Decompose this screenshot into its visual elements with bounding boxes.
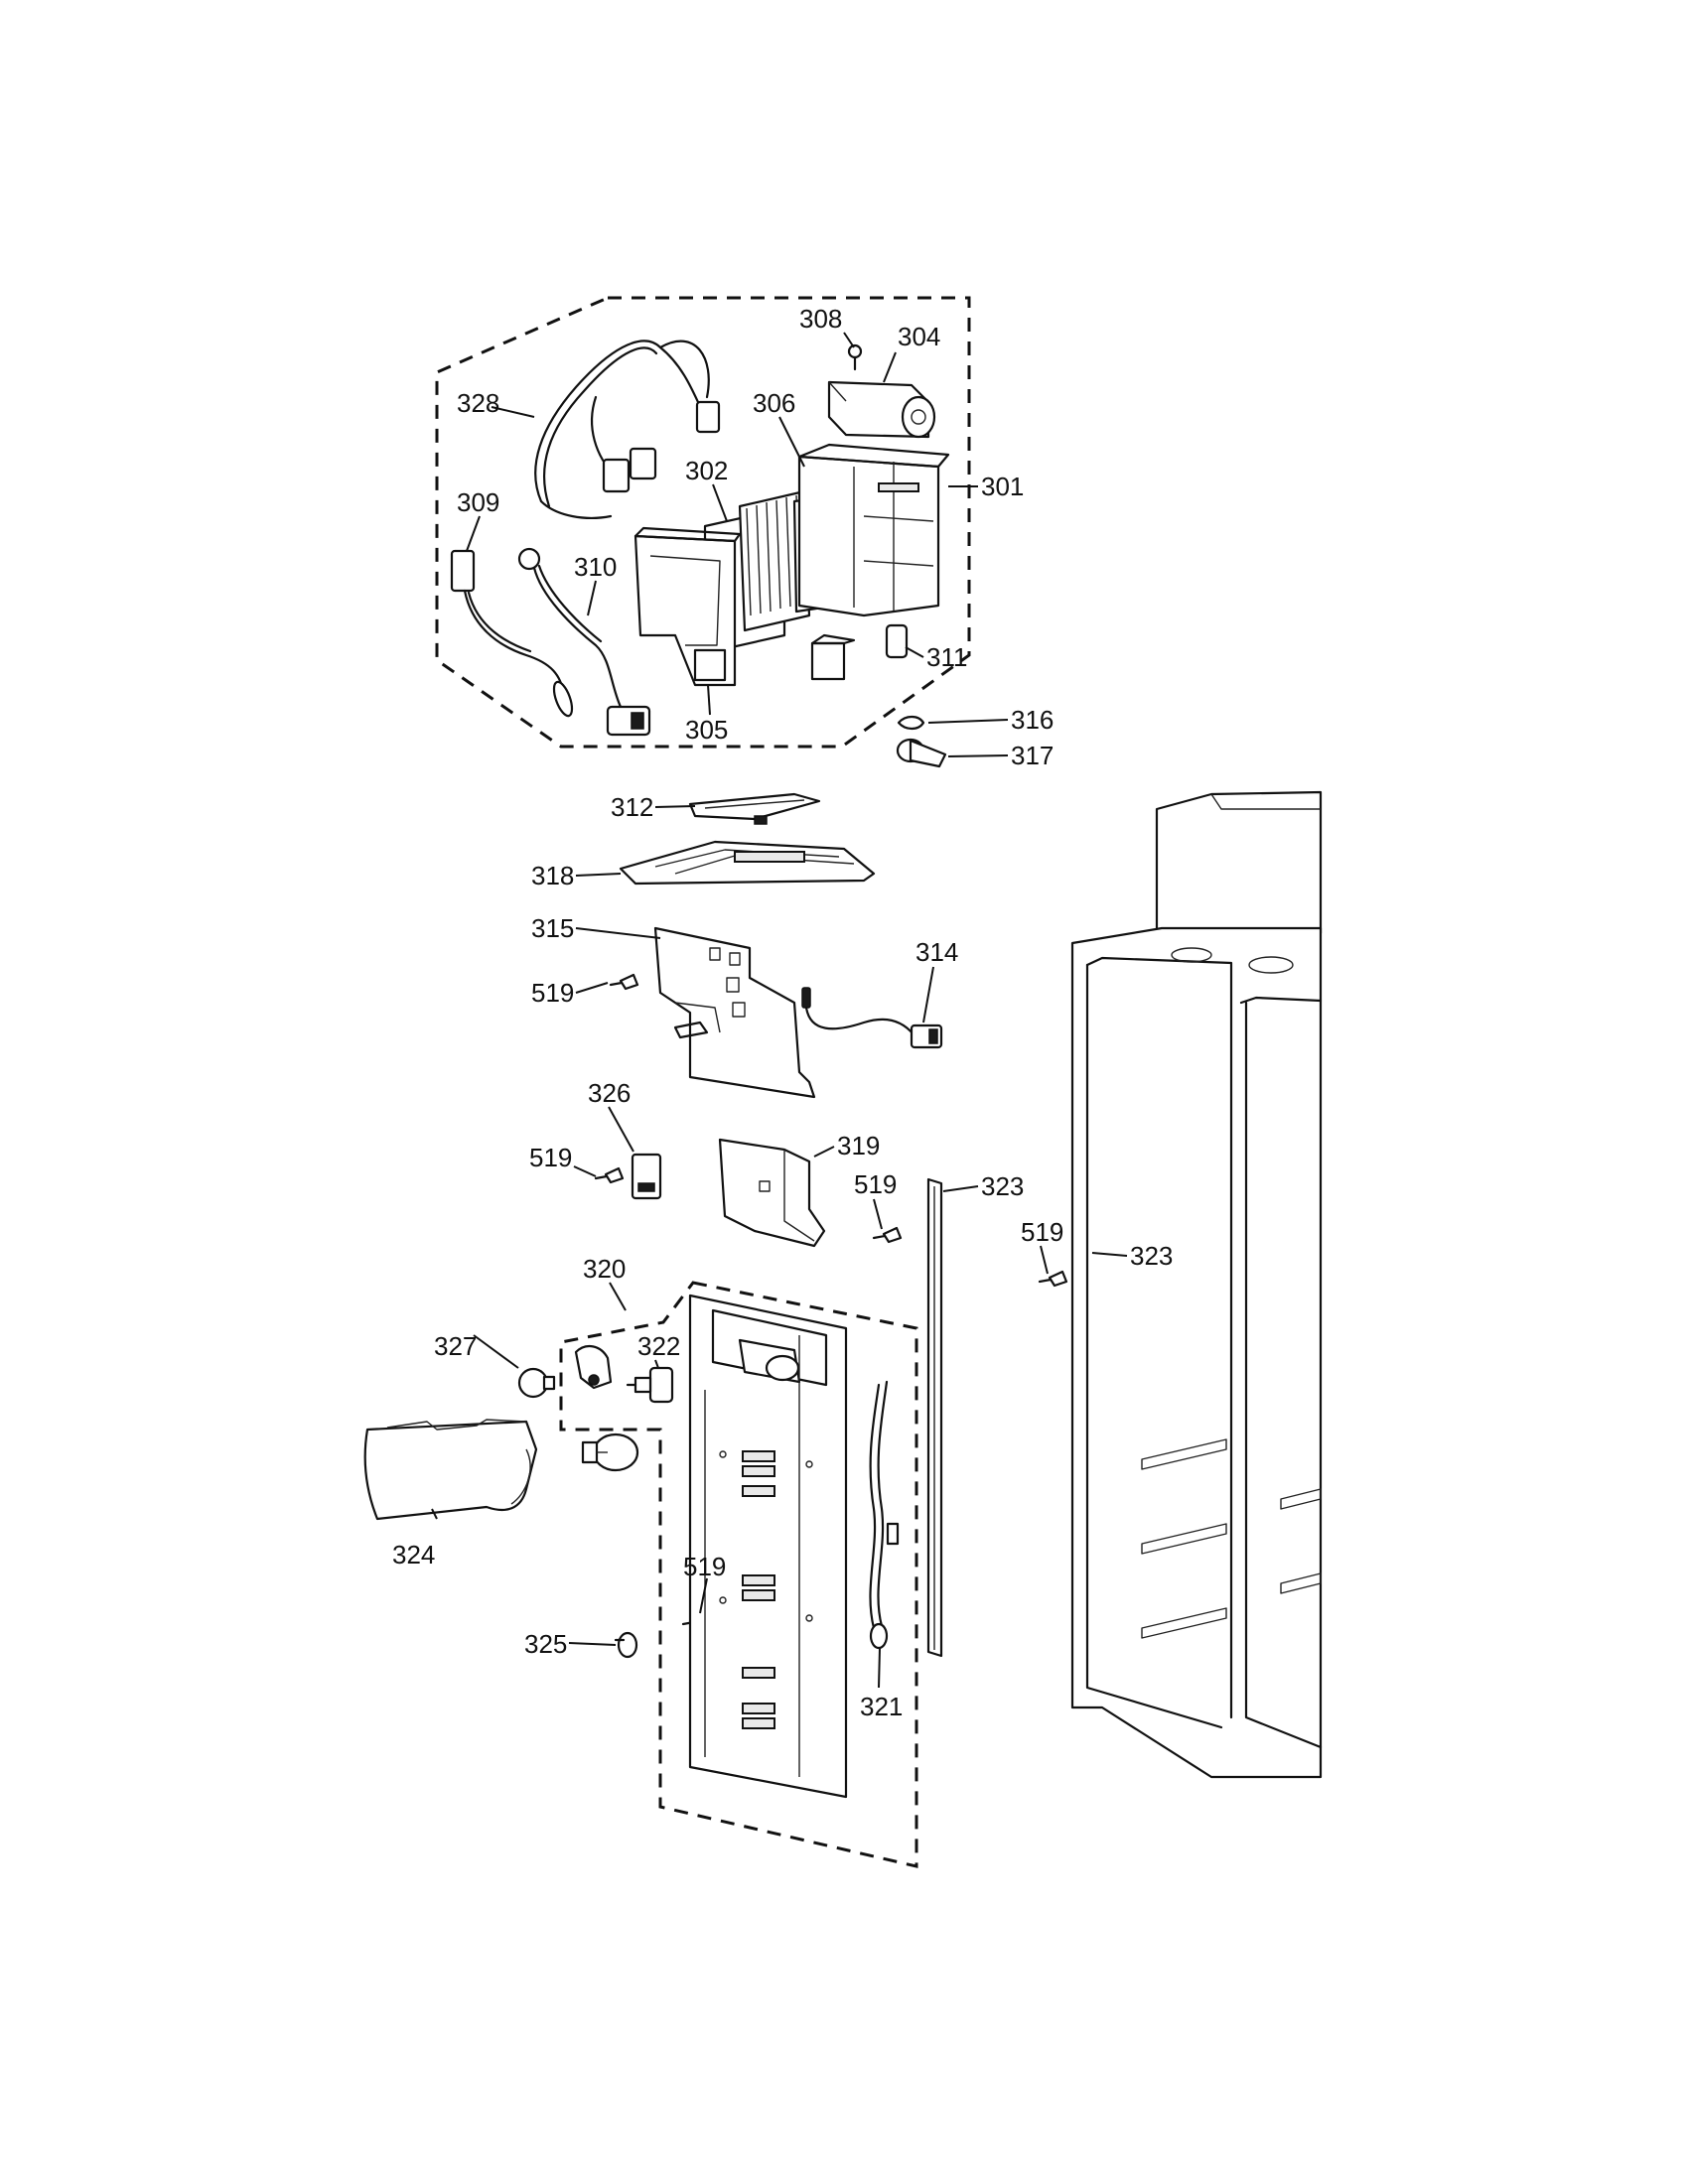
callout-324: 324 <box>392 1540 435 1570</box>
callout-310: 310 <box>574 552 617 582</box>
wire-harness-321 <box>869 1380 900 1650</box>
light-bulb <box>581 1433 639 1472</box>
callout-305: 305 <box>685 715 728 745</box>
refrigerator-cabinet <box>1070 790 1323 1779</box>
callout-306: 306 <box>753 388 795 418</box>
screw-519-c <box>872 1226 903 1244</box>
callout-316: 316 <box>1011 705 1054 735</box>
callout-314: 314 <box>915 937 958 967</box>
callout-519-a: 519 <box>531 978 574 1008</box>
screw-519-b <box>594 1166 625 1184</box>
callout-327: 327 <box>434 1331 477 1361</box>
wire-harness-309 <box>450 549 574 718</box>
callout-321: 321 <box>860 1692 903 1721</box>
light-bulb-327 <box>517 1367 556 1399</box>
callout-315: 315 <box>531 913 574 943</box>
hinge-strip-323-a <box>926 1177 943 1658</box>
callout-519-e: 519 <box>683 1552 726 1581</box>
callout-323-a: 323 <box>981 1171 1024 1201</box>
callout-322: 322 <box>637 1331 680 1361</box>
callout-323-b: 323 <box>1130 1241 1173 1271</box>
callout-325: 325 <box>524 1629 567 1659</box>
shelf-318 <box>619 840 876 886</box>
callout-308: 308 <box>799 304 842 334</box>
callout-519-c: 519 <box>854 1169 897 1199</box>
clip-316 <box>897 715 925 731</box>
callout-319: 319 <box>837 1131 880 1160</box>
screw-519-d <box>1038 1270 1068 1288</box>
callout-301: 301 <box>981 472 1024 501</box>
callout-304: 304 <box>898 322 940 351</box>
leader-lines <box>431 332 1128 1689</box>
lamp-socket-320 <box>574 1344 613 1390</box>
cover-315 <box>653 926 816 1099</box>
callout-311: 311 <box>926 642 967 672</box>
callout-302: 302 <box>685 456 728 485</box>
knob-325 <box>614 1631 638 1659</box>
callout-labels: 308 304 306 328 302 301 309 310 311 305 … <box>392 304 1173 1721</box>
fill-tube-317 <box>896 738 947 768</box>
bracket-326 <box>631 1153 662 1200</box>
wire-harness-314 <box>801 987 943 1049</box>
callout-318: 318 <box>531 861 574 890</box>
switch-322 <box>626 1366 674 1404</box>
callout-519-b: 519 <box>529 1143 572 1172</box>
callout-328: 328 <box>457 388 499 418</box>
callout-320: 320 <box>583 1254 626 1284</box>
callout-326: 326 <box>588 1078 631 1108</box>
dispenser-frame-320 <box>688 1294 848 1799</box>
wire-harness-310 <box>517 547 651 737</box>
plate-312 <box>688 792 821 825</box>
bracket-311 <box>810 623 909 681</box>
lamp-cover-324 <box>363 1419 538 1521</box>
callout-309: 309 <box>457 487 499 517</box>
dispenser-assembly-group-outline <box>559 1281 918 1868</box>
callout-317: 317 <box>1011 741 1054 770</box>
callout-519-d: 519 <box>1021 1217 1063 1247</box>
icemaker-motor-304 <box>827 380 936 439</box>
icemaker-housing-306 <box>797 443 950 617</box>
callout-312: 312 <box>611 792 653 822</box>
wire-harness-328 <box>534 340 721 519</box>
screw-308 <box>847 343 863 371</box>
ice-bucket-frame-305 <box>633 526 742 687</box>
duct-319 <box>718 1138 826 1248</box>
screw-519-a <box>609 973 639 991</box>
